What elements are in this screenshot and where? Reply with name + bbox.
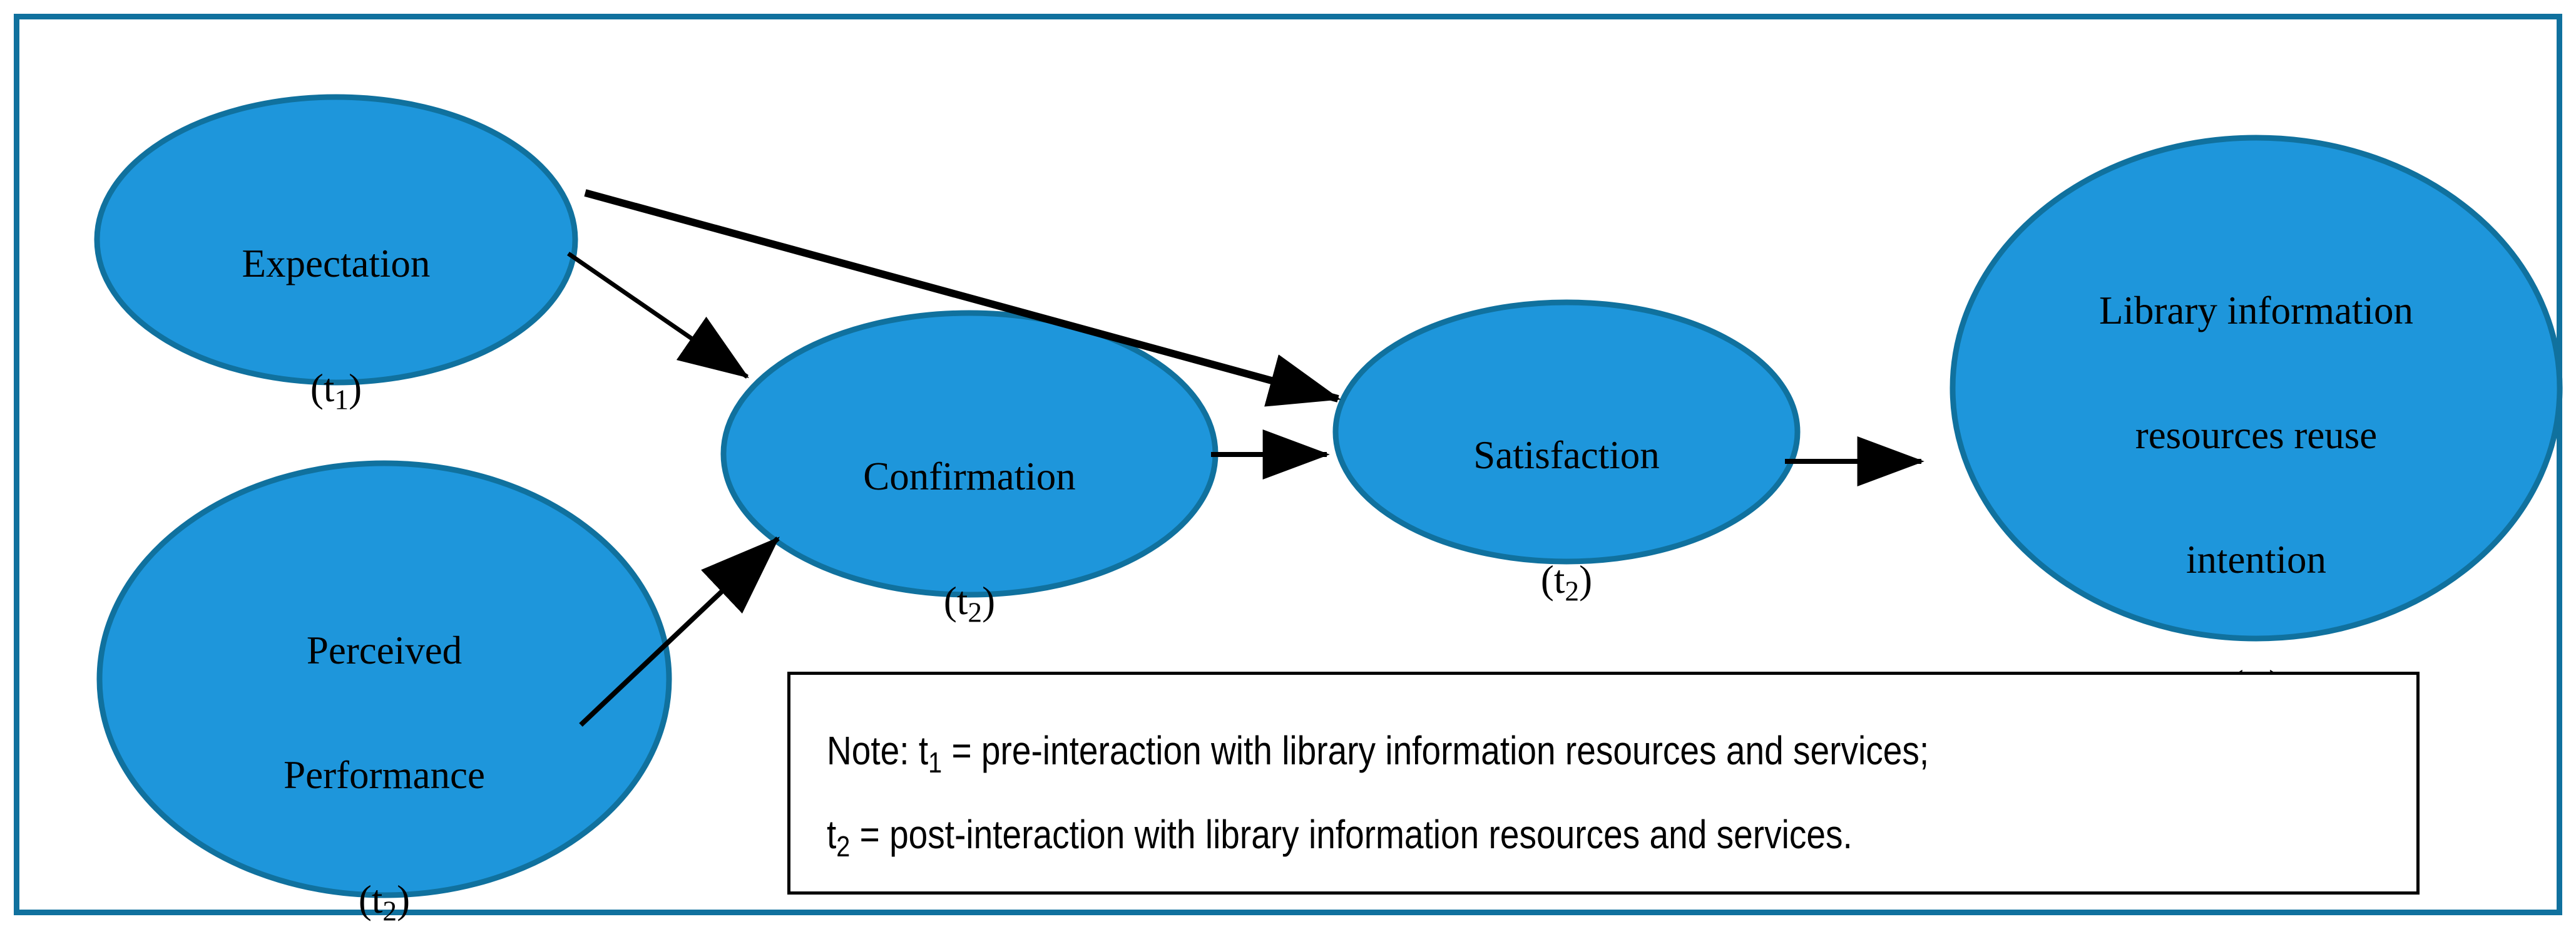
edge-expectation-to-confirmation <box>567 252 749 379</box>
edge-performance-to-confirmation <box>579 536 780 727</box>
note-box: Note: t1 = pre-interaction with library … <box>787 672 2420 895</box>
node-satisfaction[interactable] <box>1332 299 1801 565</box>
node-perceived-performance[interactable] <box>96 460 672 898</box>
node-expectation[interactable] <box>94 94 578 386</box>
edge-expectation-to-satisfaction <box>584 189 1341 407</box>
note-line-2: t2 = post-interaction with library infor… <box>827 812 1853 863</box>
node-confirmation[interactable] <box>720 310 1219 598</box>
note-line-1: Note: t1 = pre-interaction with library … <box>827 728 1929 779</box>
node-library-reuse-intention[interactable] <box>1950 135 2563 642</box>
